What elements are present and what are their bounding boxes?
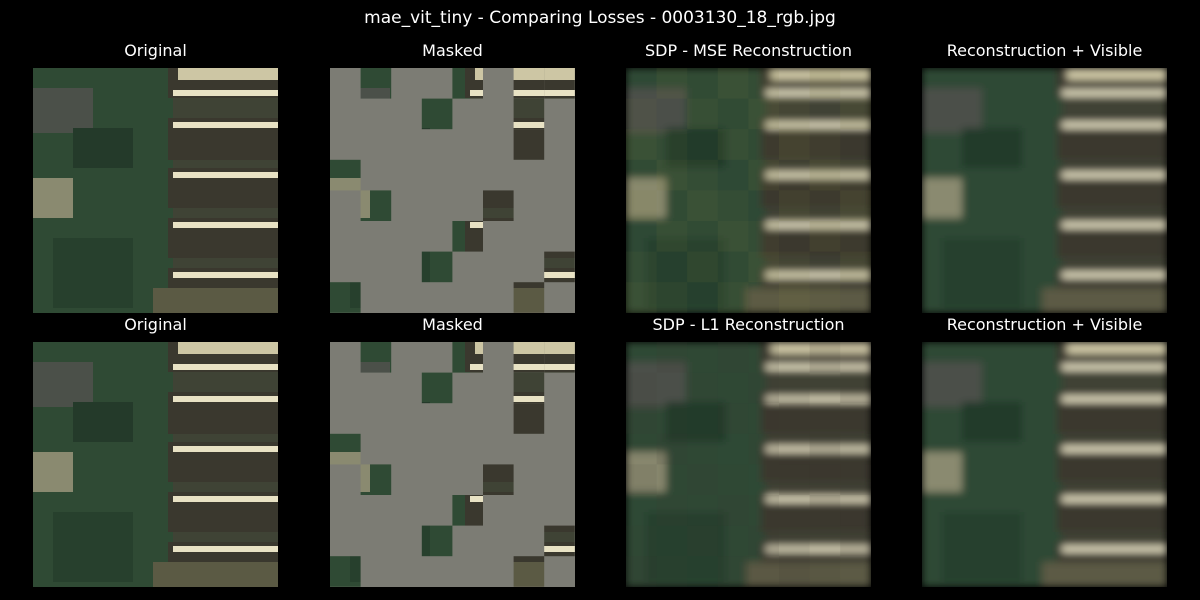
panel-title: Masked (422, 315, 483, 334)
mse-reconstruction-image (626, 68, 871, 313)
panel-l1-reconstruction: SDP - L1 Reconstruction (626, 314, 871, 587)
panel-title: Reconstruction + Visible (946, 315, 1143, 334)
panel-title: Original (124, 315, 187, 334)
panel-masked-row1: Masked (330, 40, 575, 313)
panel-original-row2: Original (33, 314, 278, 587)
panel-reconstruction-visible-row1: Reconstruction + Visible (922, 40, 1167, 313)
panel-reconstruction-visible-row2: Reconstruction + Visible (922, 314, 1167, 587)
panel-title: Reconstruction + Visible (946, 41, 1143, 60)
original-image (33, 342, 278, 587)
masked-image (330, 342, 575, 587)
reconstruction-visible-image (922, 68, 1167, 313)
l1-reconstruction-image (626, 342, 871, 587)
panel-title: SDP - L1 Reconstruction (652, 315, 845, 334)
panel-title: SDP - MSE Reconstruction (645, 41, 852, 60)
panel-original-row1: Original (33, 40, 278, 313)
panel-masked-row2: Masked (330, 314, 575, 587)
reconstruction-visible-image (922, 342, 1167, 587)
panel-title: Masked (422, 41, 483, 60)
figure-suptitle: mae_vit_tiny - Comparing Losses - 000313… (364, 8, 836, 28)
masked-image (330, 68, 575, 313)
panel-title: Original (124, 41, 187, 60)
original-image (33, 68, 278, 313)
panel-mse-reconstruction: SDP - MSE Reconstruction (626, 40, 871, 313)
